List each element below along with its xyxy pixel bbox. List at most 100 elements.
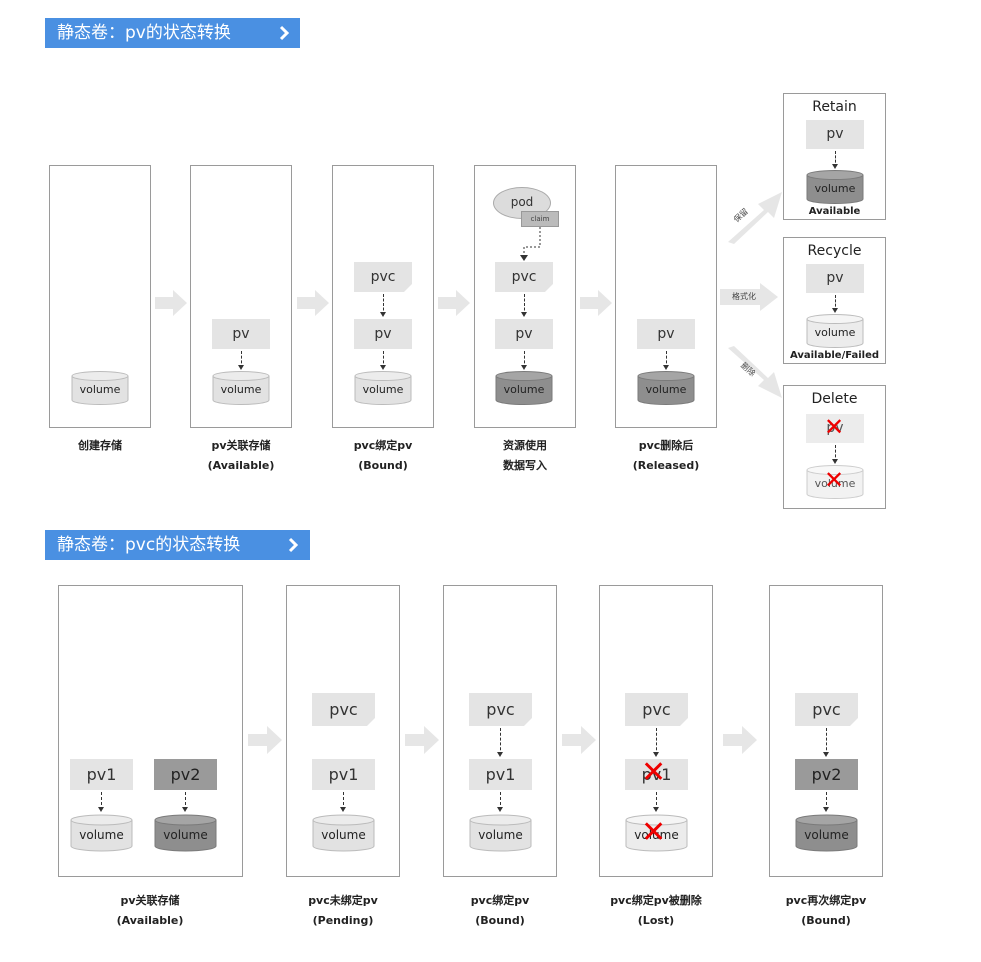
- branch-arrow-delete: [728, 346, 782, 398]
- volume-cylinder-icon: volume: [806, 314, 864, 348]
- pv-box: pv: [212, 319, 270, 349]
- volume-cylinder-icon: volume: [806, 465, 864, 499]
- dashed-arrow: [653, 728, 659, 757]
- pv1-box: pv1: [625, 759, 688, 790]
- flow-arrow-icon: [155, 290, 187, 316]
- dashed-arrow: [380, 351, 386, 370]
- branch-arrow-recycle: [720, 283, 778, 311]
- stage-caption: pvc未绑定pv (Pending): [273, 891, 413, 931]
- volume-label: volume: [362, 383, 404, 396]
- caption-line1: pvc未绑定pv: [308, 894, 378, 907]
- chevron-right-icon: [288, 537, 299, 553]
- dashed-arrow: [823, 792, 829, 812]
- section-title: 静态卷：pv的状态转换: [57, 23, 231, 43]
- dashed-arrow: [521, 294, 527, 317]
- volume-label: volume: [645, 383, 687, 396]
- stage-caption: pv关联存储 (Available): [80, 891, 220, 931]
- dashed-arrow: [521, 351, 527, 370]
- stage-caption: pvc再次绑定pv (Bound): [756, 891, 896, 931]
- volume-cylinder-icon: volume: [154, 814, 217, 852]
- dashed-arrow: [182, 792, 188, 812]
- volume-label: volume: [814, 182, 856, 195]
- volume-cylinder-icon: volume: [70, 814, 133, 852]
- panel-retain: Retain pv volume Available: [783, 93, 886, 220]
- caption-line2: (Pending): [312, 914, 374, 927]
- claim-tag: claim: [521, 211, 559, 227]
- stage-caption: 资源使用 数据写入: [465, 436, 585, 476]
- volume-cylinder-icon: volume: [212, 371, 270, 405]
- stage-caption: pvc绑定pv (Bound): [430, 891, 570, 931]
- panel-title: Delete: [811, 391, 858, 407]
- flow-arrow-icon: [562, 726, 596, 754]
- dashed-arrow: [832, 151, 838, 169]
- pv1-box: pv1: [70, 759, 133, 790]
- pvc-box: pvc: [354, 262, 412, 292]
- stage-caption: pvc删除后 (Released): [606, 436, 726, 476]
- x-mark-icon: ✕: [824, 413, 845, 441]
- flow-arrow-icon: [297, 290, 329, 316]
- caption-line2: (Released): [632, 459, 700, 472]
- panel-title: Retain: [812, 99, 857, 115]
- caption-line2: (Available): [207, 459, 275, 472]
- volume-label: volume: [163, 828, 208, 842]
- dashed-arrow: [238, 351, 244, 370]
- caption-line2: (Available): [116, 914, 184, 927]
- volume-label: volume: [478, 828, 523, 842]
- dashed-connector: [520, 227, 541, 261]
- branch-arrow-retain: [728, 192, 782, 244]
- pvc-box: pvc: [469, 693, 532, 726]
- volume-cylinder-icon: volume: [71, 371, 129, 405]
- caption-line1: pvc绑定pv: [470, 894, 530, 907]
- panel-delete: Delete pv ✕ volume ✕: [783, 385, 886, 509]
- panel-title: Recycle: [807, 243, 862, 259]
- chevron-right-icon: [279, 25, 290, 41]
- volume-label: volume: [804, 828, 849, 842]
- volume-label: volume: [814, 477, 856, 490]
- flow-arrow-icon: [438, 290, 470, 316]
- panel-status: Available: [808, 206, 861, 217]
- volume-cylinder-icon: volume: [469, 814, 532, 852]
- pvc-box: pvc: [312, 693, 375, 726]
- section-header-pvc: 静态卷：pvc的状态转换: [45, 530, 310, 560]
- dashed-arrow: [653, 792, 659, 812]
- volume-label: volume: [503, 383, 545, 396]
- panel-recycle: Recycle pv volume Available/Failed: [783, 237, 886, 364]
- dashed-arrow: [340, 792, 346, 812]
- dashed-arrow: [823, 728, 829, 757]
- pv-box: pv: [806, 264, 864, 293]
- volume-cylinder-icon: volume: [806, 170, 864, 204]
- dashed-arrow: [497, 728, 503, 757]
- volume-cylinder-icon: volume: [354, 371, 412, 405]
- dashed-arrow: [832, 445, 838, 464]
- volume-cylinder-icon: volume: [795, 814, 858, 852]
- pvc-box: pvc: [795, 693, 858, 726]
- section-title: 静态卷：pvc的状态转换: [57, 535, 241, 555]
- volume-label: volume: [79, 828, 124, 842]
- flow-arrow-icon: [723, 726, 757, 754]
- panel-status: Available/Failed: [789, 350, 880, 361]
- caption-line1: 创建存储: [78, 439, 122, 452]
- pv-box: pv: [354, 319, 412, 349]
- caption-line1: pvc删除后: [638, 439, 694, 452]
- section-header-pv: 静态卷：pv的状态转换: [45, 18, 300, 48]
- dashed-arrow: [663, 351, 669, 370]
- stage-caption: pv关联存储 (Available): [181, 436, 301, 476]
- branch-label-recycle: 格式化: [732, 292, 756, 301]
- pv2-box: pv2: [154, 759, 217, 790]
- caption-line1: pvc绑定pv: [353, 439, 413, 452]
- volume-label: volume: [814, 326, 856, 339]
- pv-box: pv: [806, 120, 864, 149]
- pv2-box: pv2: [795, 759, 858, 790]
- volume-cylinder-icon: volume: [637, 371, 695, 405]
- stage-caption: pvc绑定pv (Bound): [323, 436, 443, 476]
- pv1-box: pv1: [312, 759, 375, 790]
- caption-line1: pv关联存储: [211, 439, 271, 452]
- pvc-box: pvc: [625, 693, 688, 726]
- pvc-box: pvc: [495, 262, 553, 292]
- dashed-arrow: [497, 792, 503, 812]
- volume-cylinder-icon: volume: [625, 814, 688, 852]
- caption-line1: pvc绑定pv被删除: [610, 894, 702, 907]
- volume-cylinder-icon: volume: [495, 371, 553, 405]
- volume-label: volume: [220, 383, 262, 396]
- pod-label: pod: [510, 195, 534, 209]
